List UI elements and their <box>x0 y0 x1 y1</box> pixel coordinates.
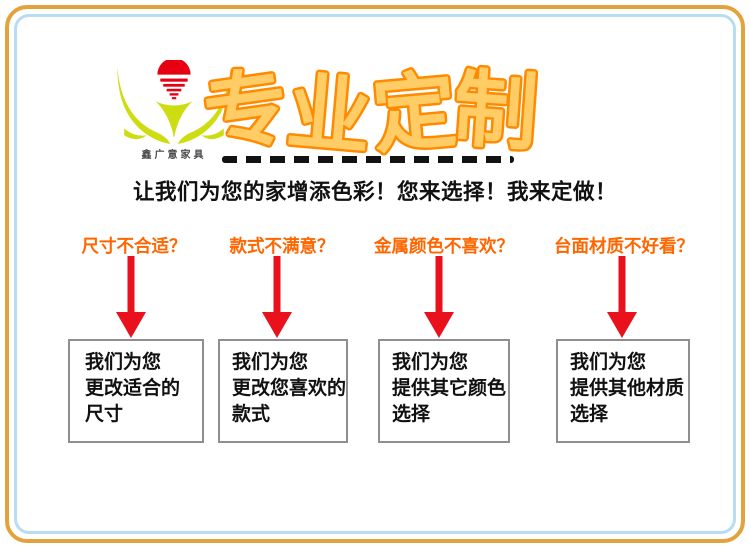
answer-line: 更改适合的 <box>85 378 181 399</box>
down-arrow-icon <box>116 256 146 338</box>
answer-box: 我们为您 更改适合的 尺寸 <box>68 339 204 443</box>
answer-line: 选择 <box>392 404 431 425</box>
down-arrow-icon <box>262 256 292 338</box>
question-label: 金属颜色不喜欢？ <box>374 236 514 256</box>
answer-line: 更改您喜欢的 <box>232 378 347 399</box>
subtitle: 让我们为您的家增添色彩！您来选择！我来定做！ <box>132 180 617 204</box>
answer-line: 我们为您 <box>392 352 469 373</box>
title-char: 业 <box>283 64 375 164</box>
question-label: 款式不满意？ <box>229 236 335 256</box>
main-title: 专 业 定 制 <box>202 56 538 164</box>
question-label: 尺寸不合适？ <box>81 236 187 256</box>
answer-line: 款式 <box>232 404 271 425</box>
title-underline-dashes <box>222 156 514 163</box>
answer-line: 提供其它颜色 <box>392 378 507 399</box>
title-char: 制 <box>451 61 538 161</box>
down-arrow-icon <box>424 256 454 338</box>
title-char: 专 <box>202 59 295 164</box>
answer-box: 我们为您 提供其他材质 选择 <box>556 339 690 443</box>
answer-line: 我们为您 <box>85 352 162 373</box>
answer-line: 选择 <box>570 404 609 425</box>
answer-line: 我们为您 <box>570 352 647 373</box>
answer-line: 提供其他材质 <box>570 378 685 399</box>
question-label: 台面材质不好看？ <box>554 236 694 256</box>
brand-logo: 鑫广意家具 <box>108 60 240 161</box>
brand-name: 鑫广意家具 <box>141 150 207 161</box>
answer-box: 我们为您 更改您喜欢的 款式 <box>218 339 348 443</box>
logo-mark-icon <box>117 60 231 144</box>
down-arrow-icon <box>607 256 637 338</box>
title-char: 定 <box>369 62 461 163</box>
answer-box: 我们为您 提供其它颜色 选择 <box>378 339 510 443</box>
answer-line: 我们为您 <box>232 352 309 373</box>
answer-line: 尺寸 <box>85 404 124 425</box>
